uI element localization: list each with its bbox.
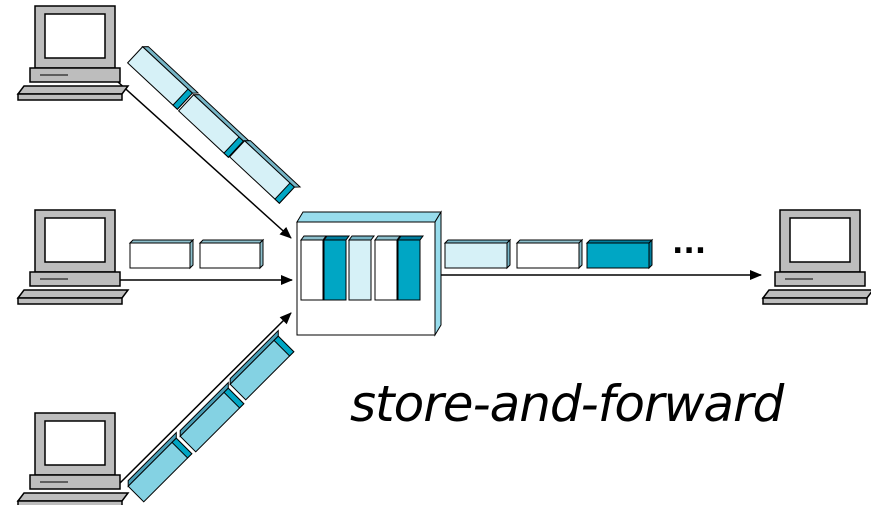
buffer-packet	[323, 235, 350, 301]
top-link	[117, 81, 292, 239]
buffer-packet	[397, 235, 424, 301]
middle-link-packet	[198, 238, 265, 270]
host-top-left	[16, 5, 130, 101]
bottom-link-packet	[229, 329, 295, 401]
top-link-packet	[126, 46, 200, 110]
output-link-packets	[443, 238, 654, 270]
buffer-packet	[300, 235, 327, 301]
output-link-packet	[585, 238, 654, 270]
links	[117, 81, 762, 486]
buffer-packet	[348, 235, 375, 301]
bottom-link-packet	[127, 431, 193, 503]
output-link-packet	[515, 238, 584, 270]
ellipsis: ...	[672, 226, 707, 261]
bottom-link-packets	[127, 329, 295, 503]
bottom-link-packet	[179, 381, 245, 453]
bottom-link	[117, 312, 292, 486]
middle-link-packet	[128, 238, 195, 270]
middle-link-packets	[128, 238, 265, 270]
top-link-packet	[177, 94, 251, 158]
host-middle-left	[16, 209, 130, 305]
buffer-packet	[374, 235, 401, 301]
top-link-packets	[126, 46, 302, 204]
host-bottom-left	[16, 412, 130, 505]
caption: store-and-forward	[350, 375, 784, 433]
switch-buffer	[300, 235, 424, 301]
top-link-packet	[228, 140, 302, 204]
output-link-packet	[443, 238, 512, 270]
packet-switch	[296, 210, 442, 337]
host-right	[761, 209, 871, 305]
